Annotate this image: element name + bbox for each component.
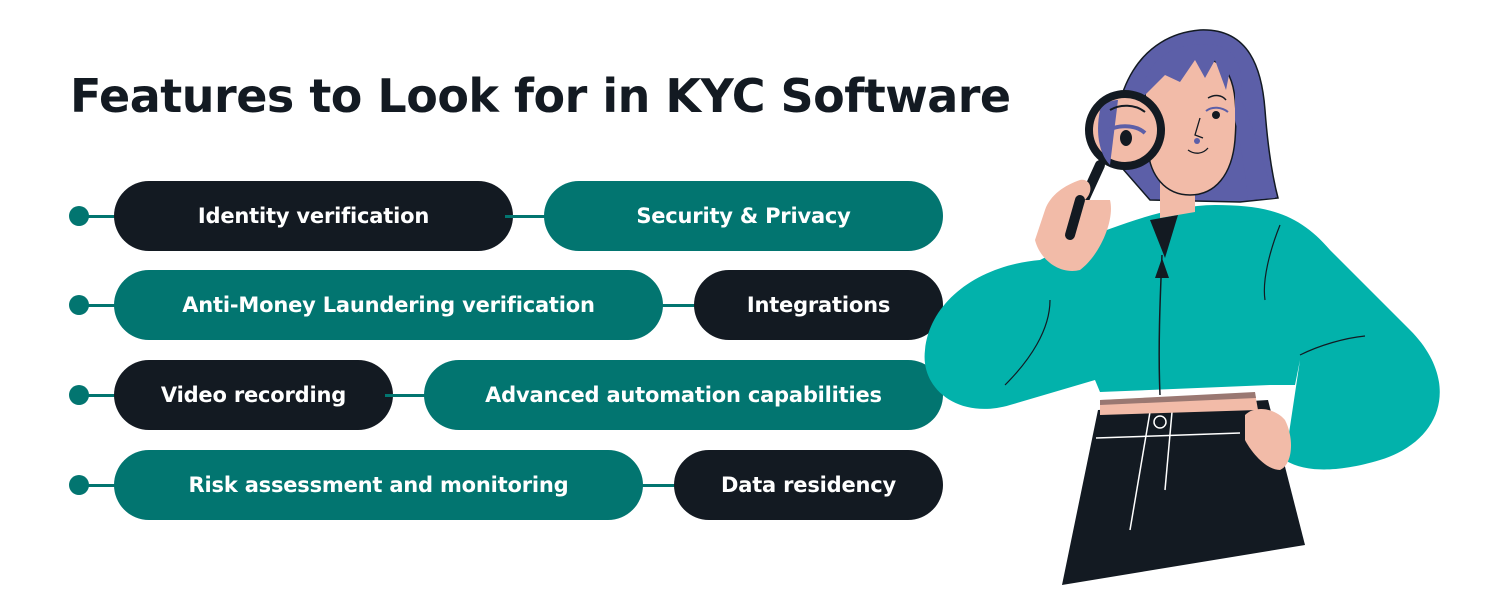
feature-pill-integrations: Integrations	[694, 270, 943, 340]
feature-pill-data-residency: Data residency	[674, 450, 943, 520]
feature-pill-identity-verification: Identity verification	[114, 181, 513, 251]
bullet-dot	[69, 295, 89, 315]
page-title: Features to Look for in KYC Software	[70, 69, 1011, 123]
feature-pill-risk-assessment: Risk assessment and monitoring	[114, 450, 643, 520]
bullet-dot	[69, 475, 89, 495]
bullet-dot	[69, 206, 89, 226]
feature-row-3: Video recording Advanced automation capa…	[0, 360, 960, 430]
connector-line	[85, 394, 125, 397]
connector-line	[385, 394, 433, 397]
connector-line	[85, 484, 125, 487]
feature-row-1: Identity verification Security & Privacy	[0, 181, 960, 251]
connector-line	[635, 484, 683, 487]
feature-pill-video-recording: Video recording	[114, 360, 393, 430]
feature-pill-advanced-automation: Advanced automation capabilities	[424, 360, 943, 430]
connector-line	[655, 304, 703, 307]
bullet-dot	[69, 385, 89, 405]
feature-pill-aml-verification: Anti-Money Laundering verification	[114, 270, 663, 340]
feature-row-2: Anti-Money Laundering verification Integ…	[0, 270, 960, 340]
woman-with-magnifying-glass-icon	[924, 29, 1440, 585]
feature-pill-security-privacy: Security & Privacy	[544, 181, 943, 251]
connector-line	[505, 215, 553, 218]
connector-line	[85, 215, 125, 218]
connector-line	[85, 304, 125, 307]
feature-row-4: Risk assessment and monitoring Data resi…	[0, 450, 960, 520]
